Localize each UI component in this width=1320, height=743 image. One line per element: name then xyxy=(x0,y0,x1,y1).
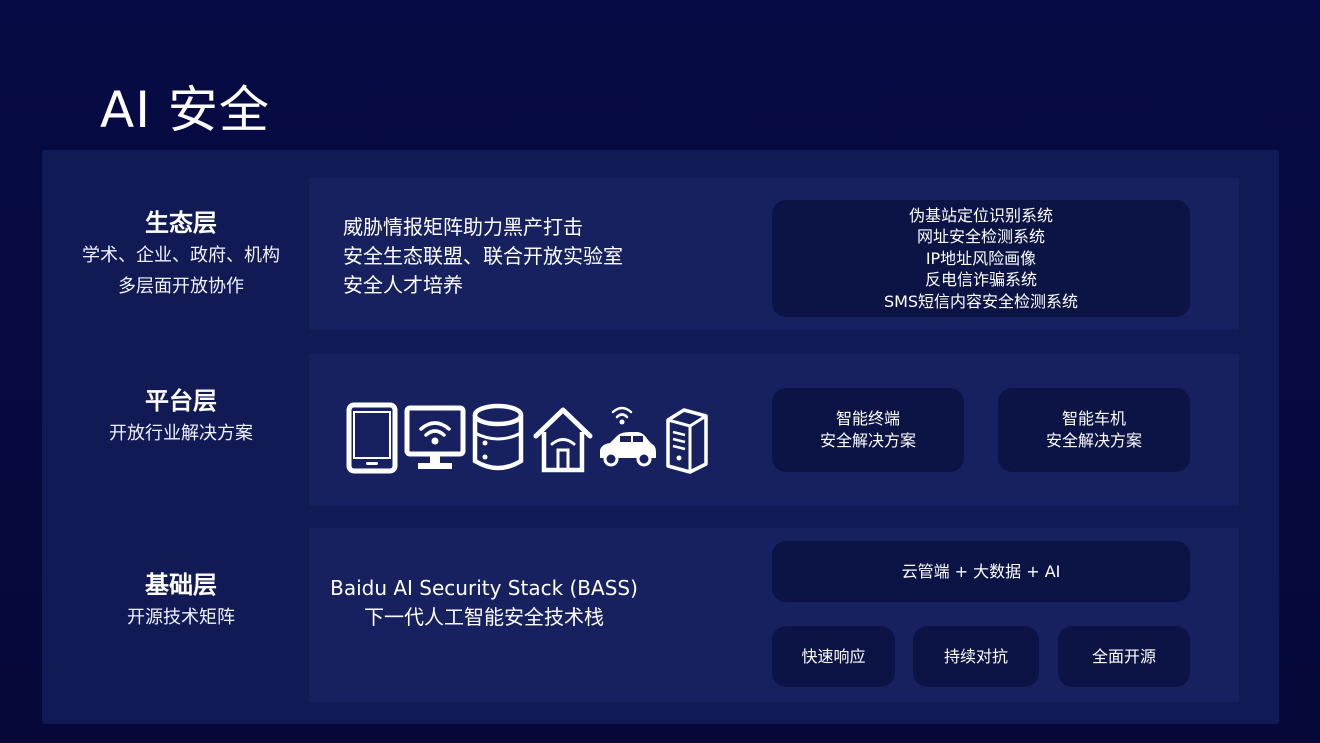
ecosystem-layer-label: 生态层 学术、企业、政府、机构 多层面开放协作 xyxy=(42,206,320,302)
cloud-text: 云管端 + 大数据 + AI xyxy=(901,561,1061,581)
cloud-pipe-end-box: 云管端 + 大数据 + AI xyxy=(772,541,1190,602)
stack-name: Baidu AI Security Stack (BASS) xyxy=(330,576,638,600)
smart-vehicle-solution-box: 智能车机 安全解决方案 xyxy=(998,388,1190,472)
smart-terminal-solution-box: 智能终端 安全解决方案 xyxy=(772,388,964,472)
list-item: 安全人才培养 xyxy=(343,273,463,297)
solution-subtitle: 安全解决方案 xyxy=(819,431,916,450)
page-title: AI 安全 xyxy=(100,81,270,139)
fully-open-source-box: 全面开源 xyxy=(1058,626,1190,687)
layer-desc: 学术、企业、政府、机构 xyxy=(82,245,280,266)
platform-row: 智能终端 安全解决方案 智能车机 安全解决方案 xyxy=(309,354,1239,506)
layer-desc: 开放行业解决方案 xyxy=(109,423,253,444)
layer-name: 生态层 xyxy=(145,209,217,237)
continuous-confrontation-box: 持续对抗 xyxy=(913,626,1039,687)
solution-title: 智能终端 xyxy=(835,409,900,428)
layer-name: 平台层 xyxy=(145,387,217,415)
list-item: 网址安全检测系统 xyxy=(916,227,1045,247)
foundation-layer-label: 基础层 开源技术矩阵 xyxy=(42,568,320,633)
connected-car-icon xyxy=(596,402,658,474)
list-item: 安全生态联盟、联合开放实验室 xyxy=(343,244,623,268)
security-systems-box: 伪基站定位识别系统 网址安全检测系统 IP地址风险画像 反电信诈骗系统 SMS短… xyxy=(772,200,1190,317)
monitor-wifi-icon xyxy=(404,405,466,473)
database-icon xyxy=(471,403,525,473)
solution-title: 智能车机 xyxy=(1061,409,1126,428)
bass-stack-text: Baidu AI Security Stack (BASS) 下一代人工智能安全… xyxy=(309,574,659,632)
smart-home-icon xyxy=(532,404,594,474)
foundation-row: Baidu AI Security Stack (BASS) 下一代人工智能安全… xyxy=(309,528,1239,702)
list-item: SMS短信内容安全检测系统 xyxy=(883,291,1079,311)
layer-desc: 开源技术矩阵 xyxy=(127,607,235,628)
platform-layer-label: 平台层 开放行业解决方案 xyxy=(42,384,320,449)
list-item: 伪基站定位识别系统 xyxy=(908,205,1053,225)
feature-label: 快速响应 xyxy=(801,646,866,666)
feature-label: 持续对抗 xyxy=(943,646,1008,666)
feature-label: 全面开源 xyxy=(1091,646,1156,666)
list-item: 反电信诈骗系统 xyxy=(924,270,1037,290)
list-item: IP地址风险画像 xyxy=(925,248,1037,268)
tablet-icon xyxy=(346,402,398,474)
layer-name: 基础层 xyxy=(145,571,217,599)
server-icon xyxy=(662,404,710,474)
solution-subtitle: 安全解决方案 xyxy=(1045,431,1142,450)
device-icons xyxy=(346,400,716,476)
layer-desc: 多层面开放协作 xyxy=(118,276,244,297)
list-item: 威胁情报矩阵助力黑产打击 xyxy=(343,215,583,239)
rapid-response-box: 快速响应 xyxy=(772,626,895,687)
ecosystem-initiatives: 威胁情报矩阵助力黑产打击 安全生态联盟、联合开放实验室 安全人才培养 xyxy=(343,213,623,300)
ecosystem-row: 威胁情报矩阵助力黑产打击 安全生态联盟、联合开放实验室 安全人才培养 伪基站定位… xyxy=(309,178,1239,330)
stack-subtitle: 下一代人工智能安全技术栈 xyxy=(364,605,604,629)
